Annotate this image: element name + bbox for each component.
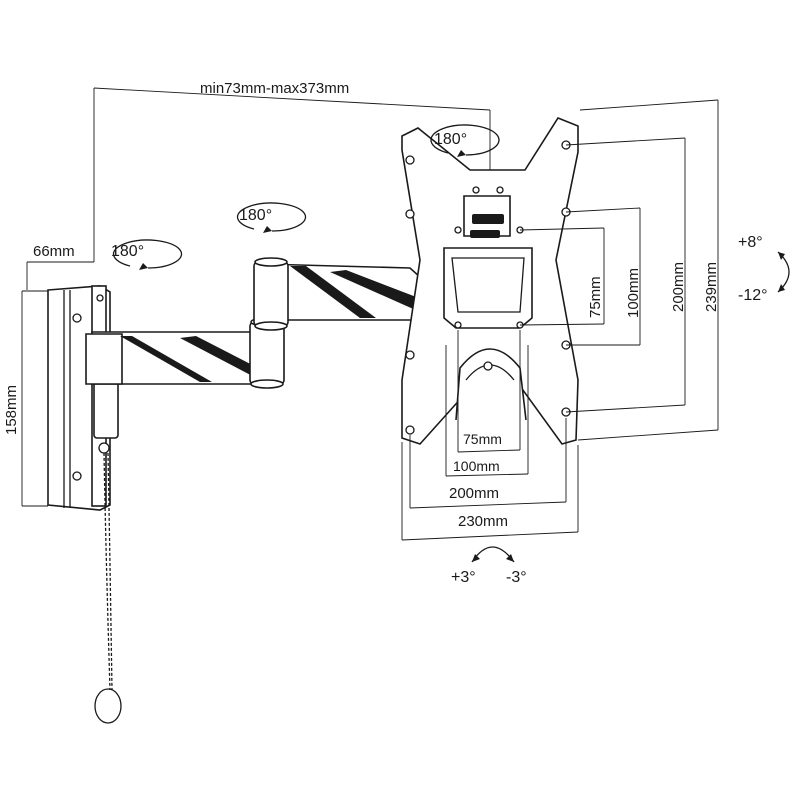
vesa-h75-label: 75mm xyxy=(463,431,502,447)
tilt-down-label: -12° xyxy=(738,287,768,304)
wall-screw-hole-bottom xyxy=(72,471,82,481)
wall-plate xyxy=(47,285,119,511)
lower-arm xyxy=(85,317,285,389)
swivel-left-label: +3° xyxy=(451,569,476,586)
lock-pin-icon xyxy=(98,442,110,454)
upper-arm xyxy=(253,257,431,331)
arm-range-label: min73mm-max373mm xyxy=(200,80,349,97)
rotation-head-label: 180° xyxy=(434,131,467,148)
plate-height-dimension: 158mm xyxy=(3,290,48,507)
plate-height-label: 158mm xyxy=(3,385,20,435)
vesa-hole-icon xyxy=(405,155,415,165)
wall-offset-dimension: 66mm xyxy=(26,243,94,290)
rotation-wall-label: 180° xyxy=(111,243,144,260)
tilt-indicator: +8° -12° xyxy=(738,234,790,304)
tilt-up-label: +8° xyxy=(738,234,763,251)
rotation-head-indicator: 180° xyxy=(430,124,500,157)
rotation-wall-indicator: 180° xyxy=(111,239,183,270)
pull-ring-icon xyxy=(94,688,122,724)
swivel-right-label: -3° xyxy=(506,569,527,586)
plate-h230-label: 230mm xyxy=(458,513,508,530)
vesa-v200-label: 200mm xyxy=(670,262,687,312)
arm-range-dimension: min73mm-max373mm xyxy=(93,80,491,262)
vesa-v100-label: 100mm xyxy=(625,268,642,318)
vesa-h200-label: 200mm xyxy=(449,485,499,502)
vesa-v75-label: 75mm xyxy=(587,276,604,318)
wall-offset-label: 66mm xyxy=(33,243,75,260)
rotation-arm-indicator: 180° xyxy=(236,202,307,233)
safety-cable xyxy=(94,452,122,724)
rotation-arm-label: 180° xyxy=(239,207,272,224)
vesa-vertical-dimensions: 75mm 100mm 200mm 239mm xyxy=(519,99,720,441)
vesa-horizontal-dimensions: 75mm 100mm 200mm 230mm xyxy=(401,330,579,541)
plate-v239-label: 239mm xyxy=(703,262,720,312)
vesa-h100-label: 100mm xyxy=(453,458,500,474)
swivel-indicator: +3° -3° xyxy=(451,546,527,586)
wall-screw-hole-top xyxy=(72,313,82,323)
